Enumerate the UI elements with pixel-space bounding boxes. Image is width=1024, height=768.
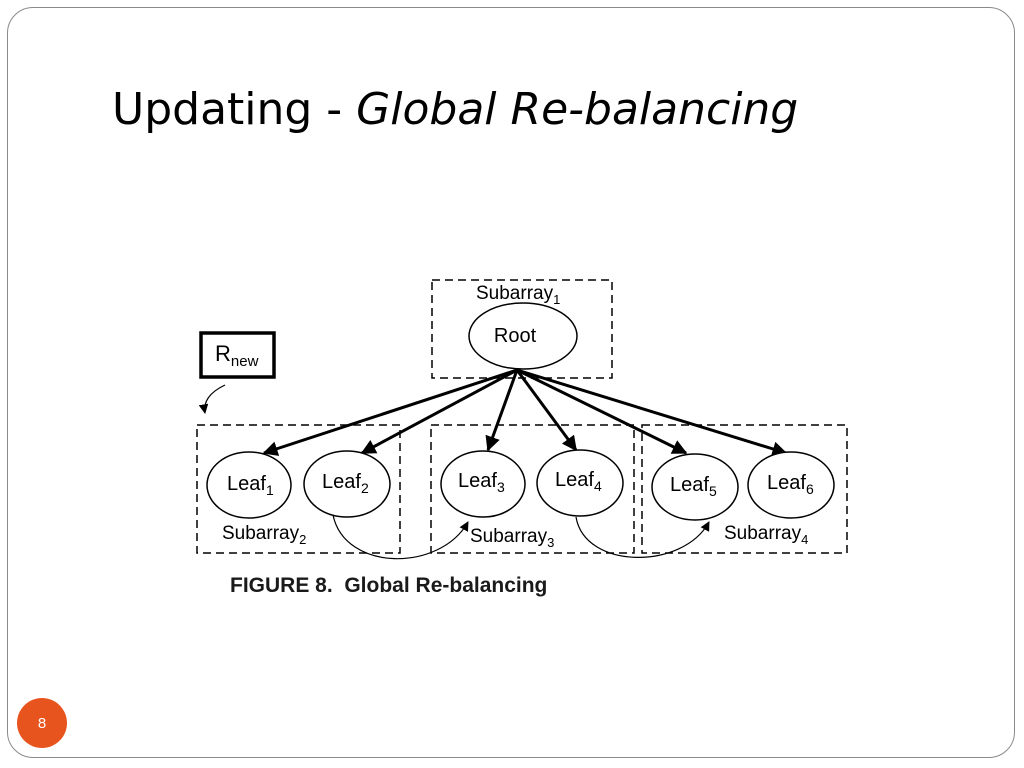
subarray-2-box (196, 424, 401, 554)
leaf-5-label: Leaf5 (670, 474, 717, 499)
subarray-3-label: Subarray3 (470, 526, 554, 550)
figure-caption: FIGURE 8. Global Re-balancing (230, 574, 547, 597)
subarray-4-label: Subarray4 (724, 523, 808, 547)
page-number-badge: 8 (17, 698, 67, 748)
transfer-arrow-2-to-3 (332, 514, 469, 560)
subarray-4-box (641, 424, 848, 554)
subarray-1-label: Subarray1 (476, 283, 560, 307)
leaf-4-node (536, 449, 624, 517)
subarray-3-box (430, 424, 635, 554)
leaf-1-node (206, 451, 292, 519)
transfer-arrow-3-to-4 (575, 516, 710, 558)
leaf-4-label: Leaf4 (555, 469, 602, 494)
leaf-3-label: Leaf3 (458, 470, 505, 495)
leaf-6-label: Leaf6 (767, 472, 814, 497)
new-root-arrow (198, 384, 226, 414)
root-to-leaf-arrows (262, 368, 788, 457)
leaf-1-label: Leaf1 (227, 473, 274, 498)
arrow-root-leaf-6 (516, 368, 788, 457)
new-root-box (199, 331, 276, 379)
arrow-root-leaf-4 (515, 369, 578, 452)
title-italic: Global Re-balancing (356, 84, 799, 135)
subarray-2-label: Subarray2 (222, 523, 306, 547)
root-label: Root (494, 325, 537, 347)
arrow-root-leaf-2 (360, 368, 518, 455)
leaf-2-node (303, 450, 391, 518)
leaf-2-label: Leaf2 (322, 471, 369, 496)
arrow-root-leaf-1 (262, 368, 518, 456)
root-node (468, 302, 578, 370)
leaf-6-node (747, 451, 835, 519)
arrow-root-leaf-5 (516, 368, 688, 455)
new-root-label: Rnew (215, 341, 259, 370)
leaf-3-node (440, 450, 526, 518)
leaf-5-node (651, 453, 739, 521)
arrow-root-leaf-3 (485, 369, 519, 452)
slide-title: Updating - Global Re-balancing (112, 84, 799, 135)
title-plain: Updating - (112, 84, 357, 135)
